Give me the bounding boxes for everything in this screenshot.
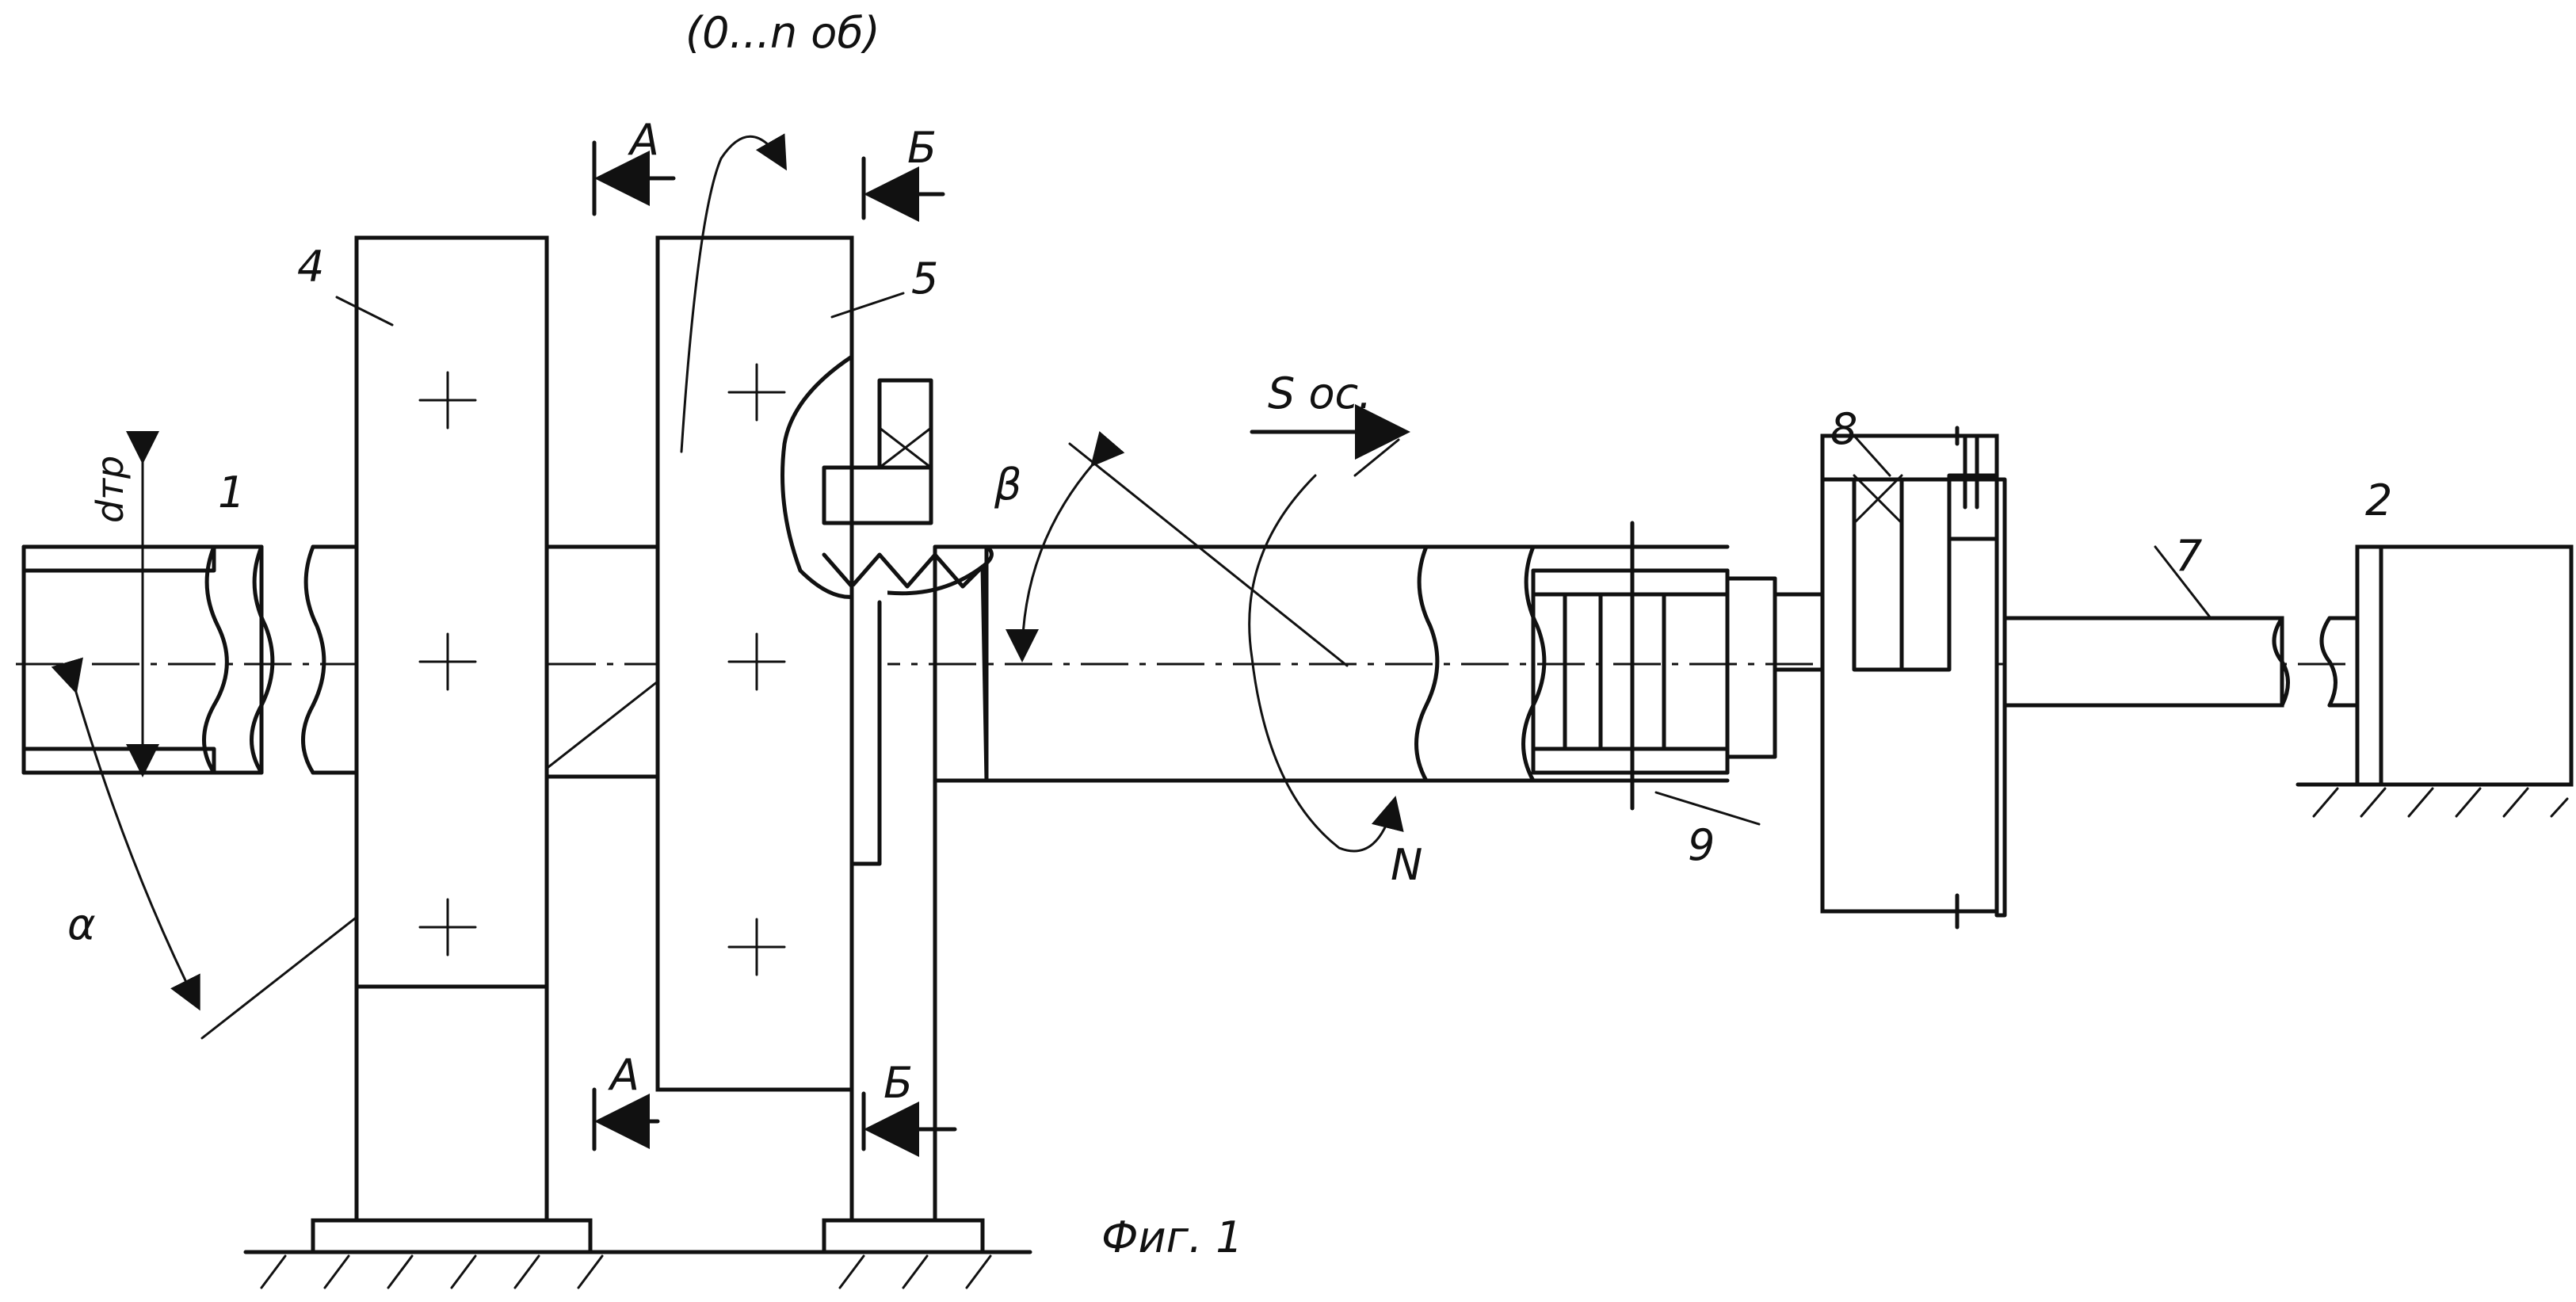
section-b-top-label: Б <box>907 123 937 173</box>
axial-feed-label: S ос. <box>1268 368 1372 418</box>
part-label-4: 4 <box>297 242 324 292</box>
shaft-part-7 <box>2005 618 2357 705</box>
part-label-1: 1 <box>218 468 245 517</box>
headstock-part-2 <box>2298 547 2571 816</box>
beta-angle <box>1022 444 1347 666</box>
section-b-bottom-label: Б <box>883 1058 913 1108</box>
roll-shaft-section <box>547 547 658 777</box>
clamp-part-9 <box>1533 523 1775 808</box>
rotation-label: (0...n об) <box>685 8 880 58</box>
alpha-label: α <box>67 899 96 949</box>
section-a-top-label: А <box>628 115 659 165</box>
part-label-8: 8 <box>1830 404 1857 454</box>
part-label-5: 5 <box>911 254 938 304</box>
part-label-9: 9 <box>1688 820 1715 870</box>
base-ground <box>246 1220 1030 1288</box>
beta-label: β <box>994 460 1021 510</box>
chuck-part-8 <box>1775 428 2005 927</box>
part-label-2: 2 <box>2365 475 2392 525</box>
part-label-7: 7 <box>2175 531 2202 581</box>
force-n-label: N <box>1391 840 1422 890</box>
pipe-diameter-label: dтр <box>89 456 132 523</box>
section-a-bottom-label: А <box>608 1050 639 1100</box>
pipe-part-1 <box>24 547 357 773</box>
roll-part-4 <box>357 238 547 1220</box>
figure-caption: Фиг. 1 <box>1101 1212 1243 1262</box>
